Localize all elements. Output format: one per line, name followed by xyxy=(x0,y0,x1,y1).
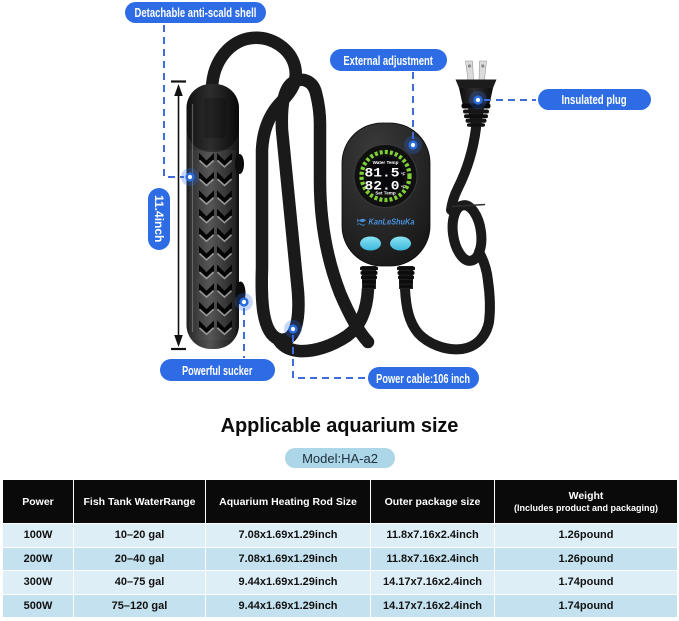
svg-text:Set Temp: Set Temp xyxy=(375,191,396,196)
svg-text:°F: °F xyxy=(401,185,406,190)
svg-text:82.0: 82.0 xyxy=(365,179,400,194)
svg-text:Water Temp: Water Temp xyxy=(373,160,399,165)
svg-text:81.5: 81.5 xyxy=(365,166,400,181)
svg-text:°F: °F xyxy=(401,172,406,177)
svg-text:KanLeShuKa: KanLeShuKa xyxy=(369,218,415,227)
